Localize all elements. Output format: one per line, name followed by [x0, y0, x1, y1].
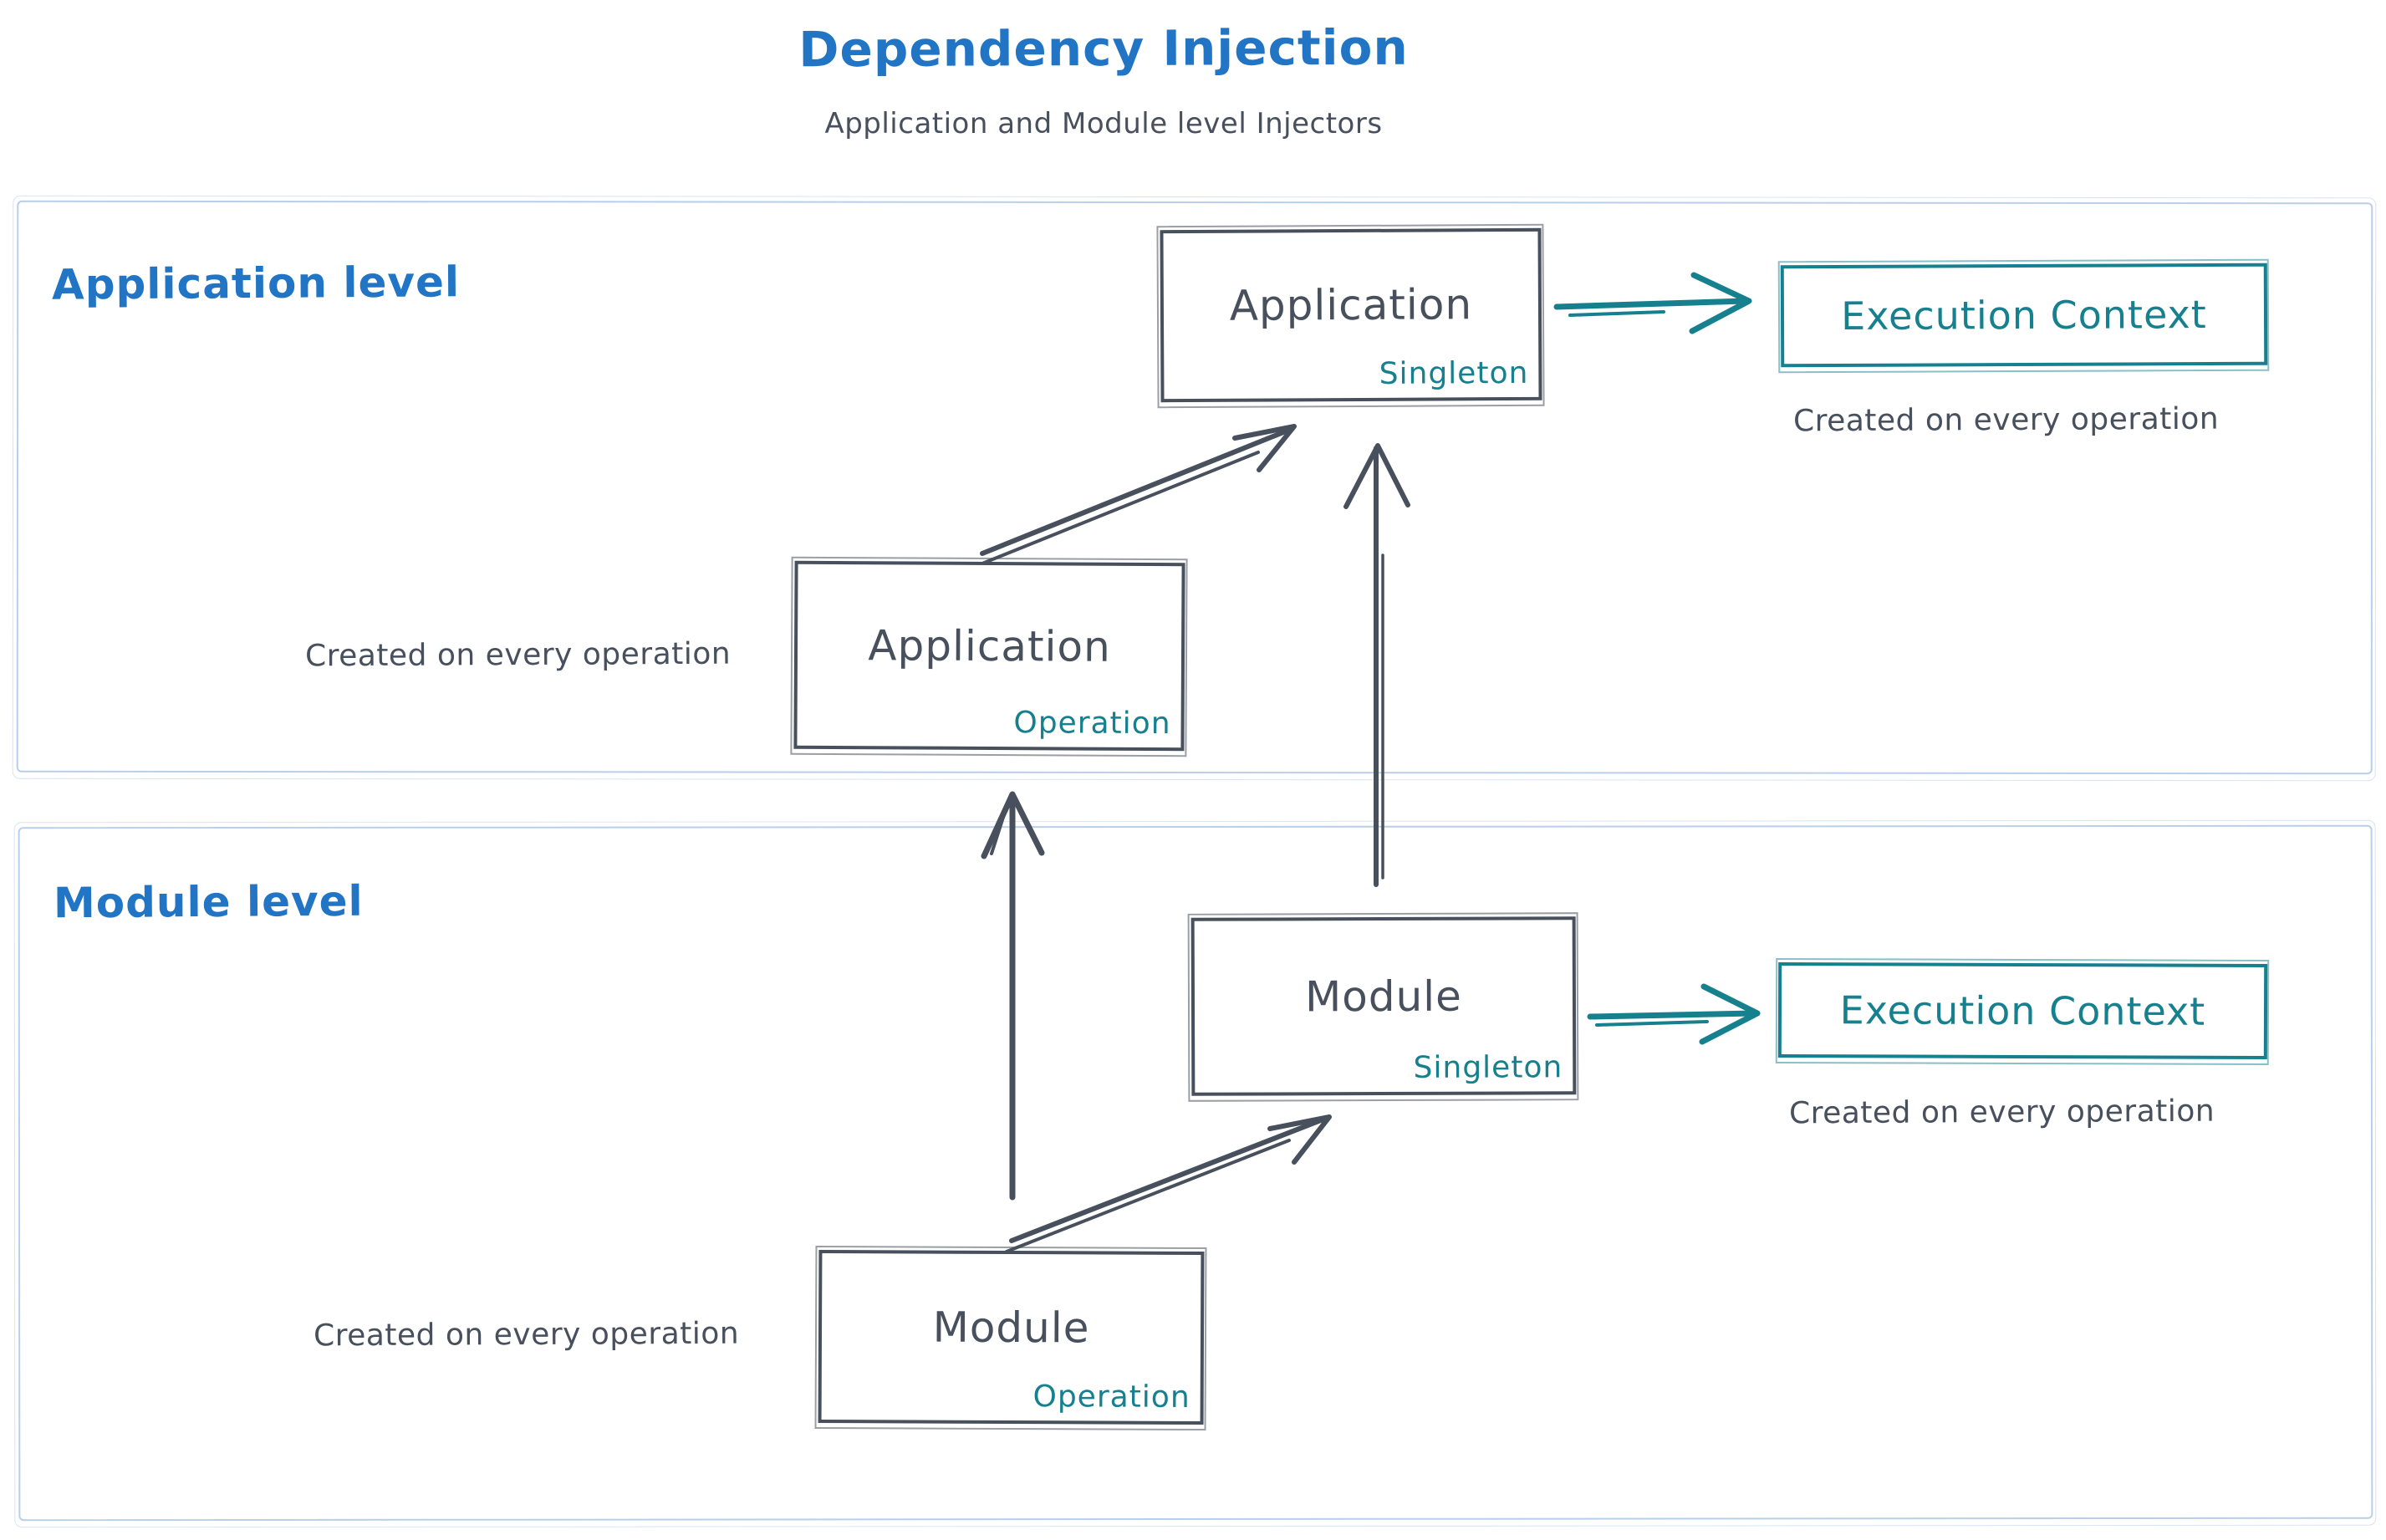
node-scope-label: Operation — [1032, 1379, 1190, 1415]
node-module-singleton: Module Singleton — [1190, 916, 1577, 1096]
module-level-label: Module level — [53, 876, 364, 928]
node-application-operation: Application Operation — [793, 560, 1185, 752]
execution-context-label: Execution Context — [1839, 987, 2206, 1034]
caption-execution-context-application: Created on every operation — [1792, 401, 2220, 439]
execution-context-label: Execution Context — [1841, 292, 2207, 339]
caption-module-operation: Created on every operation — [313, 1316, 740, 1354]
node-scope-label: Operation — [1013, 706, 1171, 742]
diagram-subtitle: Application and Module level Injectors — [824, 107, 1383, 140]
node-scope-label: Singleton — [1413, 1050, 1563, 1085]
node-module-operation: Module Operation — [818, 1249, 1205, 1425]
node-title: Module — [932, 1303, 1090, 1352]
node-title: Application — [868, 620, 1111, 671]
caption-application-operation: Created on every operation — [304, 636, 732, 674]
node-title: Application — [1229, 280, 1473, 330]
diagram-title: Dependency Injection — [798, 18, 1409, 79]
box-execution-context-application: Execution Context — [1780, 263, 2268, 368]
box-execution-context-module: Execution Context — [1777, 961, 2268, 1060]
node-application-singleton: Application Singleton — [1160, 227, 1542, 403]
node-scope-label: Singleton — [1379, 355, 1529, 391]
node-title: Module — [1304, 971, 1462, 1021]
application-level-label: Application level — [51, 258, 461, 309]
caption-execution-context-module: Created on every operation — [1788, 1094, 2215, 1131]
